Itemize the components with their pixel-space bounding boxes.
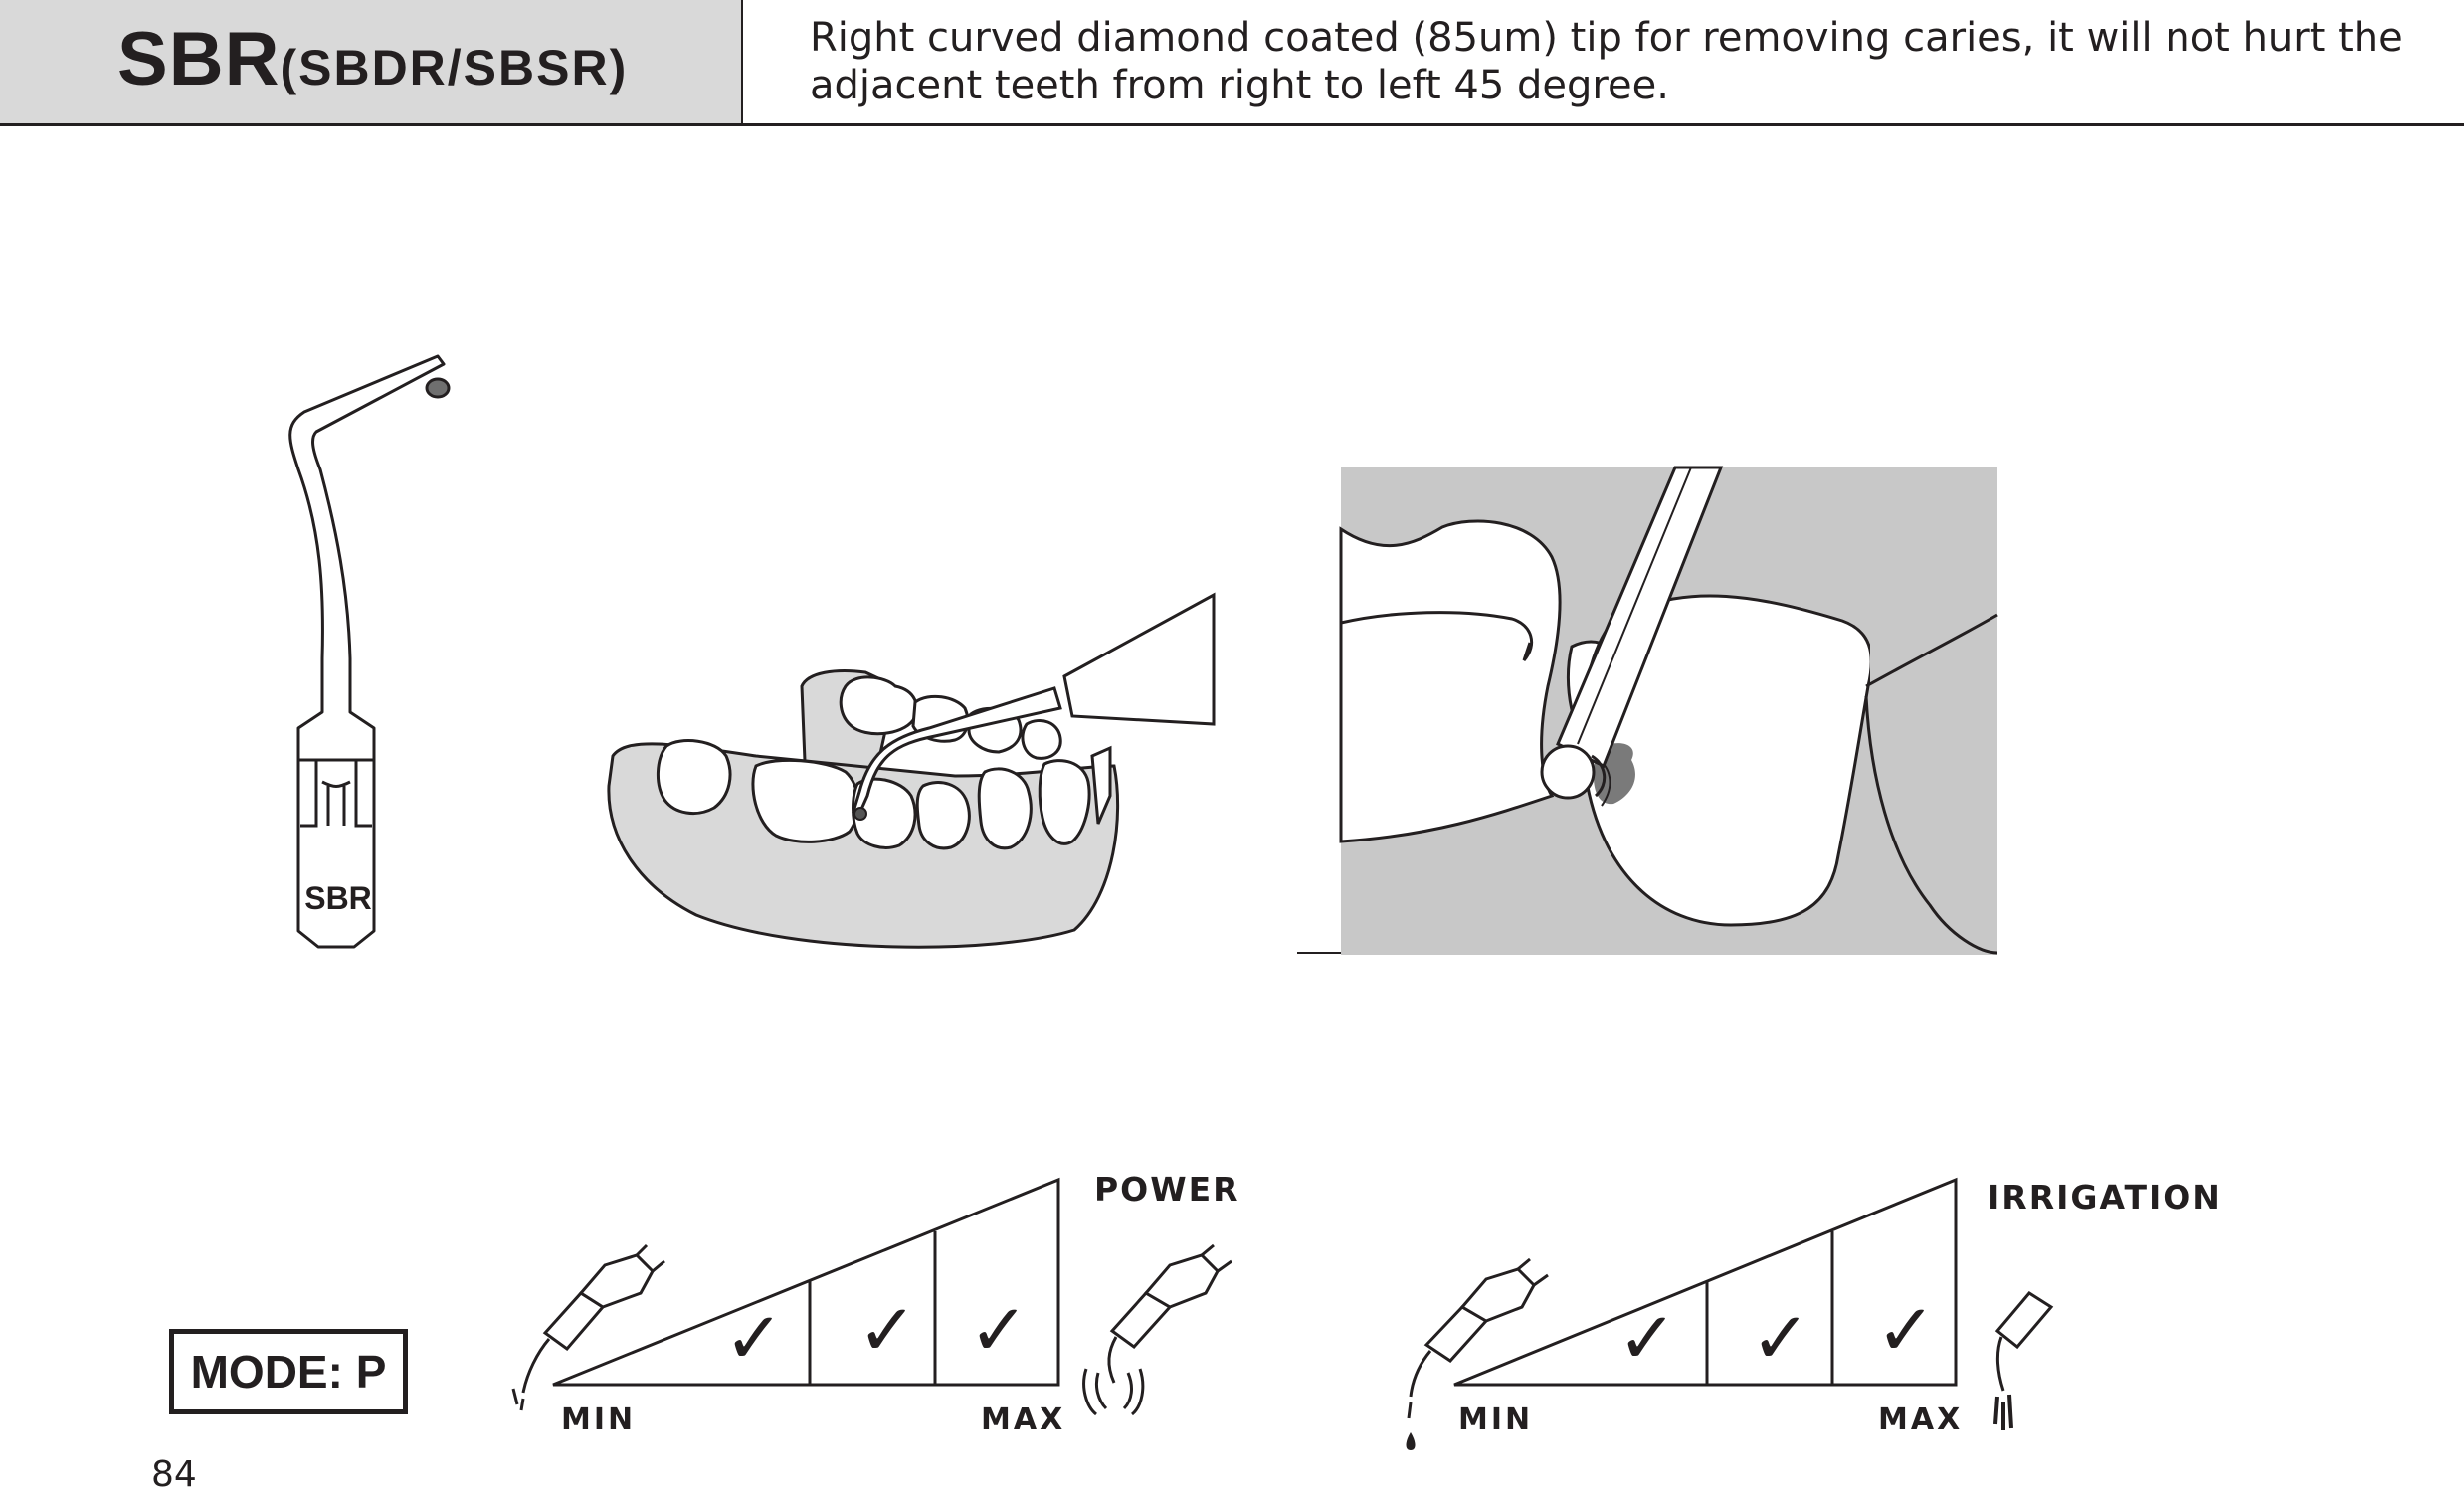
page-number: 84 [151, 1454, 197, 1495]
power-scale-chart: ✓ ✓ ✓ [511, 1177, 1232, 1416]
power-check-3: ✓ [857, 1288, 917, 1372]
mode-indicator: MODE: P [169, 1329, 408, 1414]
irrigation-check-4: ✓ [1876, 1288, 1936, 1372]
power-handpiece-min-icon [511, 1243, 665, 1411]
product-code: SBR(SBDR/SBSR) [117, 16, 628, 102]
power-scale-max-label: MAX [981, 1402, 1066, 1437]
product-description: Right curved diamond coated (85um) tip f… [810, 14, 2403, 109]
irrigation-scale-title: IRRIGATION [1988, 1178, 2222, 1216]
irrigation-scale-triangle [1453, 1177, 1958, 1387]
irrigation-handpiece-max-icon [1993, 1291, 2054, 1430]
mode-label: MODE: P [190, 1346, 387, 1398]
tip-illustration: SBR [288, 354, 451, 949]
power-check-4: ✓ [969, 1288, 1029, 1372]
tip-shank-label: SBR [304, 880, 372, 916]
header-divider [0, 123, 2464, 126]
irrigation-check-3: ✓ [1751, 1296, 1810, 1380]
diamond-tip-ball [425, 377, 451, 399]
power-handpiece-max-icon [1082, 1243, 1232, 1416]
product-code-variants: (SBDR/SBSR) [280, 40, 629, 95]
power-check-2: ✓ [724, 1296, 784, 1380]
irrigation-check-2: ✓ [1617, 1296, 1677, 1380]
power-scale-triangle [552, 1177, 1060, 1387]
header-title-box [0, 0, 743, 123]
product-code-main: SBR [117, 17, 281, 101]
irrigation-handpiece-min-icon [1406, 1257, 1549, 1450]
power-scale-min-label: MIN [561, 1402, 637, 1437]
power-scale-title: POWER [1094, 1170, 1240, 1209]
irrigation-scale-chart: ✓ ✓ ✓ [1406, 1177, 2054, 1450]
irrigation-scale-min-label: MIN [1458, 1402, 1534, 1437]
irrigation-scale-max-label: MAX [1878, 1402, 1964, 1437]
cross-section-illustration [1297, 466, 1998, 955]
jaw-illustration [607, 592, 1216, 949]
description-line-1: Right curved diamond coated (85um) tip f… [810, 15, 2403, 61]
description-line-2: adjacent teeth from right to left 45 deg… [810, 63, 1669, 108]
